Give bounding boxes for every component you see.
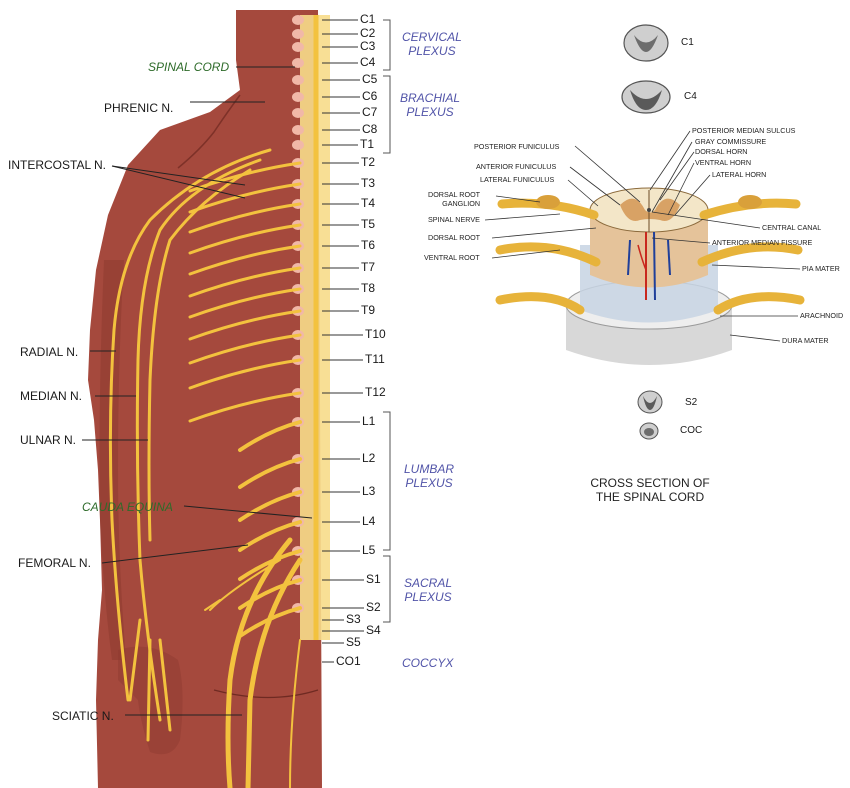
dura-mater-label: DURA MATER <box>782 337 829 344</box>
cauda-equina-label: CAUDA EQUINA <box>82 501 173 513</box>
segment-label-l1: L1 <box>362 415 375 427</box>
disc-c6 <box>292 92 304 102</box>
coc-level-label: COC <box>680 426 702 436</box>
segment-label-s5: S5 <box>346 636 361 648</box>
anterior-median-fissure-label: ANTERIOR MEDIAN FISSURE <box>712 239 812 246</box>
s2-level-label: S2 <box>685 398 697 408</box>
disc-c7 <box>292 108 304 118</box>
segment-label-c6: C6 <box>362 90 377 102</box>
brachial-plexus-line2: PLEXUS <box>400 105 460 119</box>
pia-mater-label: PIA MATER <box>802 265 840 272</box>
ventral-root-label: VENTRAL ROOT <box>424 254 480 261</box>
dorsal-root-label: DORSAL ROOT <box>428 234 480 241</box>
lumbar-plexus-line1: LUMBAR <box>404 462 454 476</box>
disc-c2 <box>292 29 304 39</box>
sacral-plexus-line1: SACRAL <box>404 576 452 590</box>
plexus-brackets <box>383 20 390 622</box>
segment-label-c5: C5 <box>362 73 377 85</box>
sacral-plexus-line2: PLEXUS <box>404 590 452 604</box>
cross-section-caption: CROSS SECTION OF THE SPINAL CORD <box>580 476 720 504</box>
intercostal-label: INTERCOSTAL N. <box>8 159 106 171</box>
dorsal-root-ganglion-label: DORSAL ROOT GANGLION <box>428 190 480 208</box>
segment-label-c7: C7 <box>362 106 377 118</box>
coccyx-label: COCCYX <box>402 656 453 670</box>
posterior-funiculus-label: POSTERIOR FUNICULUS <box>474 143 559 150</box>
segment-label-c3: C3 <box>360 40 375 52</box>
femoral-label: FEMORAL N. <box>18 557 91 569</box>
segment-label-t8: T8 <box>361 282 375 294</box>
dorsal-horn-label: DORSAL HORN <box>695 148 747 155</box>
segment-label-t10: T10 <box>365 328 386 340</box>
segment-label-t9: T9 <box>361 304 375 316</box>
arachnoid-label: ARACHNOID <box>800 312 843 319</box>
disc-c3 <box>292 42 304 52</box>
radial-label: RADIAL N. <box>20 346 78 358</box>
segment-label-s4: S4 <box>366 624 381 636</box>
segment-label-l5: L5 <box>362 544 375 556</box>
gray-commissure-label: GRAY COMMISSURE <box>695 138 766 145</box>
segment-label-co1: CO1 <box>336 655 361 667</box>
central-canal-label: CENTRAL CANAL <box>762 224 821 231</box>
caption-line2: THE SPINAL CORD <box>580 490 720 504</box>
disc-c5 <box>292 75 304 85</box>
sacral-plexus-label: SACRAL PLEXUS <box>404 576 452 604</box>
segment-label-c4: C4 <box>360 56 375 68</box>
segment-label-t5: T5 <box>361 218 375 230</box>
segment-label-s3: S3 <box>346 613 361 625</box>
segment-label-t7: T7 <box>361 261 375 273</box>
segment-label-s1: S1 <box>366 573 381 585</box>
lumbar-plexus-line2: PLEXUS <box>404 476 454 490</box>
cervical-plexus-line1: CERVICAL <box>402 30 462 44</box>
cervical-plexus-label: CERVICAL PLEXUS <box>402 30 462 58</box>
c1-level-label: C1 <box>681 38 694 48</box>
segment-label-t12: T12 <box>365 386 386 398</box>
segment-label-c2: C2 <box>360 27 375 39</box>
posterior-median-sulcus-label: POSTERIOR MEDIAN SULCUS <box>692 127 795 134</box>
segment-label-t11: T11 <box>365 353 385 365</box>
segment-label-t1: T1 <box>360 138 374 150</box>
cervical-plexus-line2: PLEXUS <box>402 44 462 58</box>
segment-label-l2: L2 <box>362 452 375 464</box>
segment-label-l3: L3 <box>362 485 375 497</box>
disc-c8 <box>292 125 304 135</box>
segment-label-t4: T4 <box>361 197 375 209</box>
segment-label-t2: T2 <box>361 156 375 168</box>
segment-label-t6: T6 <box>361 239 375 251</box>
segment-label-s2: S2 <box>366 601 381 613</box>
lateral-funiculus-label: LATERAL FUNICULUS <box>480 176 554 183</box>
spinal-cord-label: SPINAL CORD <box>148 61 229 73</box>
median-label: MEDIAN N. <box>20 390 82 402</box>
dorsal-root-ganglion-line2: GANGLION <box>428 199 480 208</box>
ventral-horn-label: VENTRAL HORN <box>695 159 751 166</box>
brachial-plexus-line1: BRACHIAL <box>400 91 460 105</box>
ulnar-label: ULNAR N. <box>20 434 76 446</box>
lateral-horn-label: LATERAL HORN <box>712 171 766 178</box>
anterior-funiculus-label: ANTERIOR FUNICULUS <box>476 163 556 170</box>
phrenic-label: PHRENIC N. <box>104 102 173 114</box>
segment-label-c1: C1 <box>360 13 375 25</box>
segment-label-c8: C8 <box>362 123 377 135</box>
caption-line1: CROSS SECTION OF <box>580 476 720 490</box>
brachial-plexus-label: BRACHIAL PLEXUS <box>400 91 460 119</box>
spinal-nerve-label: SPINAL NERVE <box>428 216 480 223</box>
disc-c1 <box>292 15 304 25</box>
segment-label-l4: L4 <box>362 515 375 527</box>
dorsal-root-ganglion-line1: DORSAL ROOT <box>428 190 480 199</box>
sciatic-label: SCIATIC N. <box>52 710 114 722</box>
c4-level-label: C4 <box>684 92 697 102</box>
segment-label-t3: T3 <box>361 177 375 189</box>
disc-t1 <box>292 140 304 150</box>
lumbar-plexus-label: LUMBAR PLEXUS <box>404 462 454 490</box>
